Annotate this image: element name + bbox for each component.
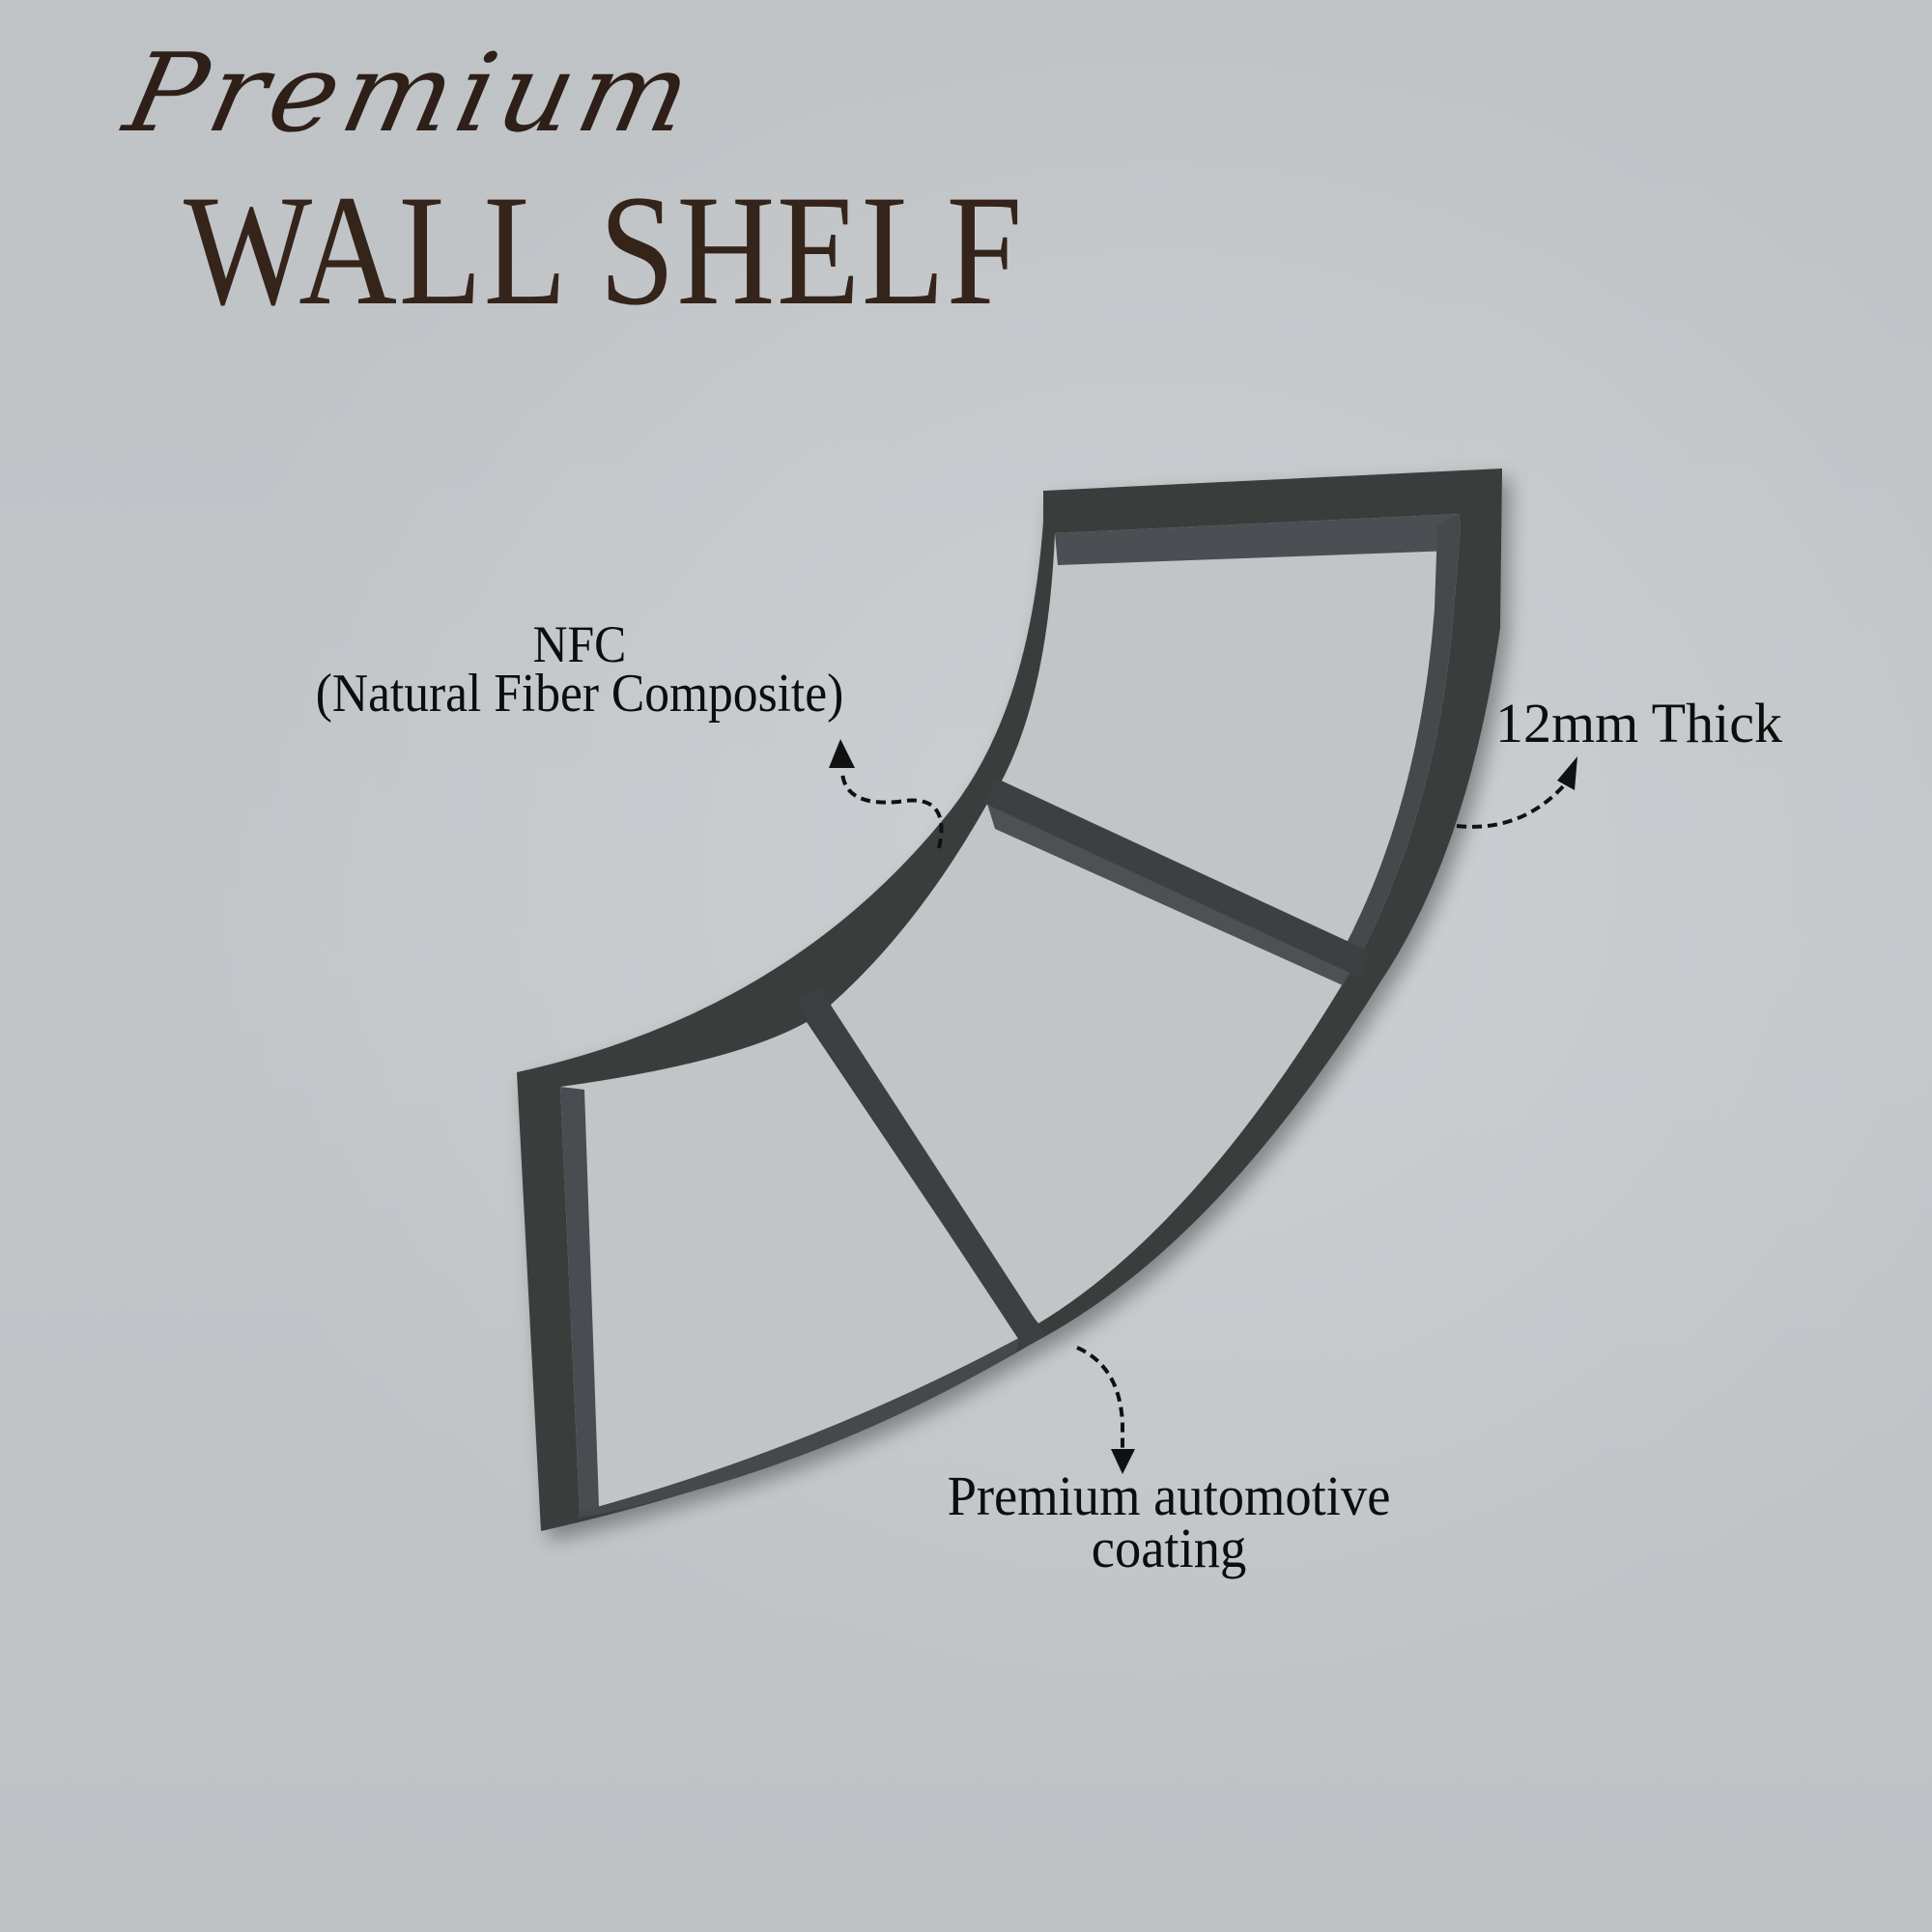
nfc-callout-line2: (Natural Fiber Composite) [315, 664, 844, 724]
coating-arrowhead-icon [1111, 1449, 1135, 1474]
page-title: WALL SHELF [184, 163, 1024, 338]
coating-callout-label: Premium automotive coating [905, 1468, 1432, 1577]
nfc-callout-label: NFC (Natural Fiber Composite) [269, 618, 891, 721]
shelf-divider-lower [797, 987, 1045, 1348]
coating-callout-line2: coating [1091, 1517, 1247, 1579]
title-script: Premium [115, 29, 708, 156]
nfc-arrowhead-icon [829, 739, 855, 768]
thickness-callout-label: 12mm Thick [1495, 692, 1782, 754]
coating-callout-arrow [1076, 1346, 1124, 1449]
shelf-cell-bottom [560, 1022, 1019, 1512]
shelf-cell-middle [831, 804, 1350, 1323]
shelf-divider-upper [985, 778, 1370, 978]
coating-callout-line1: Premium automotive [947, 1464, 1391, 1527]
thickness-arrowhead-icon [1557, 756, 1577, 790]
shelf-frame [517, 469, 1502, 1531]
nfc-callout-arrow [840, 772, 944, 849]
shelf-cell-top [1000, 514, 1461, 952]
nfc-callout-line1: NFC [532, 615, 627, 673]
thickness-callout-arrow [1456, 782, 1567, 829]
